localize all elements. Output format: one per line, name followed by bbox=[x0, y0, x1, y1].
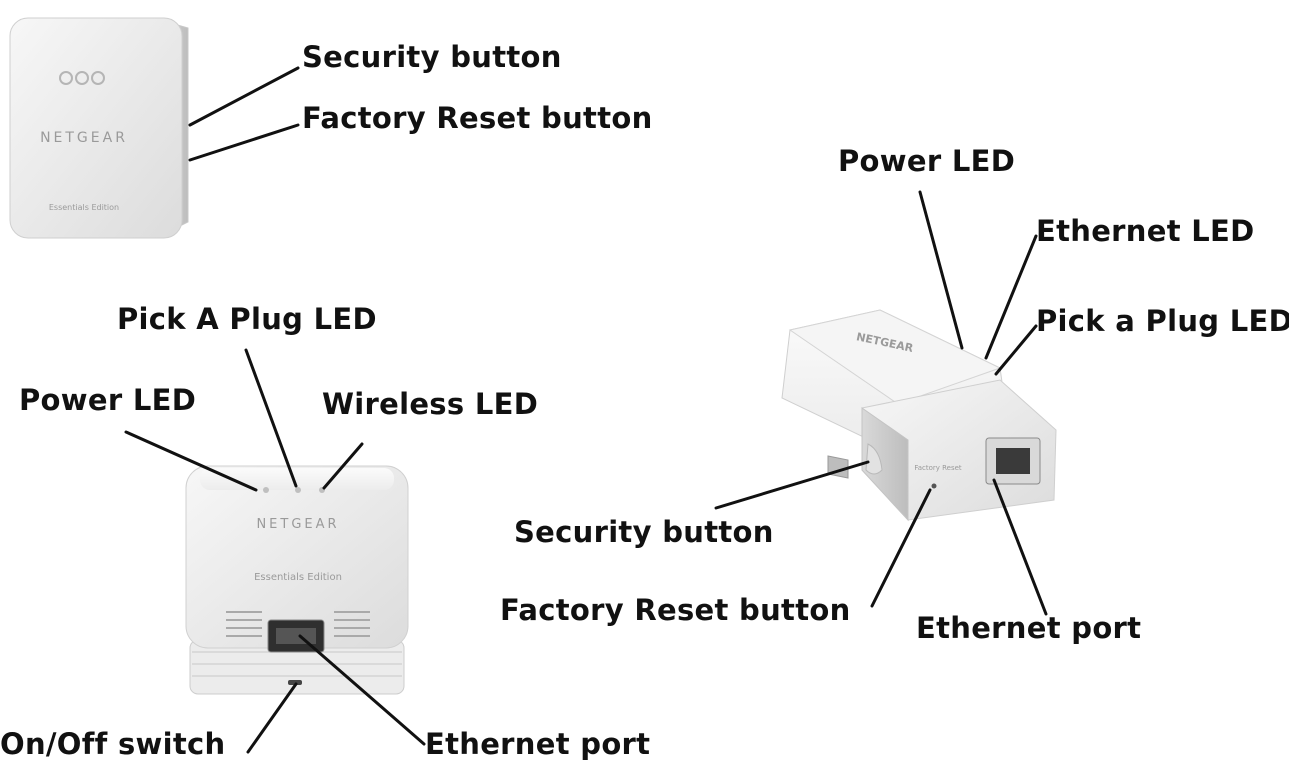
label-d1-factory-reset-button: Factory Reset button bbox=[302, 101, 653, 135]
device-1-led-icon bbox=[91, 71, 105, 85]
device-3-side-face bbox=[861, 407, 909, 522]
label-d2-ethernet-port: Ethernet port bbox=[425, 727, 651, 761]
device-2-led-icon bbox=[263, 487, 269, 493]
leader-d2-pick-a-plug bbox=[244, 348, 298, 488]
device-1-brand: NETGEAR bbox=[40, 130, 128, 146]
label-d3-power-led: Power LED bbox=[838, 144, 1016, 178]
device-3-reset-hole-icon bbox=[931, 483, 937, 489]
device-2-led-icon bbox=[295, 487, 301, 493]
leader-d2-ethernet bbox=[298, 634, 426, 746]
device-1-edition: Essentials Edition bbox=[49, 203, 119, 212]
label-d2-pick-a-plug-led: Pick A Plug LED bbox=[117, 302, 377, 336]
leader-d2-wireless bbox=[322, 442, 364, 490]
device-1-led-icon bbox=[75, 71, 89, 85]
device-2-brand: NETGEAR bbox=[256, 517, 339, 532]
label-d3-pick-a-plug-led: Pick a Plug LED bbox=[1036, 304, 1289, 338]
label-d2-on-off-switch: On/Off switch bbox=[0, 727, 226, 761]
leader-d3-ethernet-led bbox=[984, 234, 1038, 360]
leader-d2-power bbox=[124, 430, 258, 492]
label-d2-wireless-led: Wireless LED bbox=[322, 387, 539, 421]
label-d3-security-button: Security button bbox=[514, 515, 774, 549]
device-2-top bbox=[200, 468, 394, 490]
device-1-front bbox=[9, 17, 183, 239]
leader-d3-security bbox=[714, 460, 870, 510]
leader-d3-reset bbox=[870, 488, 932, 608]
device-3-reset-mark: Factory Reset bbox=[914, 464, 962, 472]
device-2-switch-icon bbox=[288, 680, 302, 685]
leader-d3-ethernet-port bbox=[992, 478, 1048, 616]
device-2-adapter: NETGEAR Essentials Edition bbox=[185, 465, 409, 695]
leader-d1-security bbox=[188, 66, 300, 127]
device-3-adapter: NETGEAR Factory Reset bbox=[781, 309, 1057, 522]
leader-d3-power bbox=[918, 190, 964, 350]
callout-lines bbox=[124, 66, 1048, 754]
device-1-led-icon bbox=[59, 71, 73, 85]
label-d1-security-button: Security button bbox=[302, 40, 562, 74]
device-3-security-button-icon bbox=[865, 443, 883, 475]
label-d2-power-led: Power LED bbox=[19, 383, 197, 417]
device-2-vent-right-icon bbox=[334, 611, 370, 637]
leader-d3-pick-a-plug bbox=[994, 324, 1038, 376]
leader-d1-reset bbox=[188, 123, 300, 162]
label-d3-ethernet-led: Ethernet LED bbox=[1036, 214, 1255, 248]
label-d3-factory-reset-button: Factory Reset button bbox=[500, 593, 851, 627]
device-2-edition: Essentials Edition bbox=[254, 572, 342, 583]
device-2-vent-left-icon bbox=[226, 611, 262, 637]
label-d3-ethernet-port: Ethernet port bbox=[916, 611, 1142, 645]
leader-d2-onoff bbox=[246, 682, 298, 754]
device-1-adapter: NETGEAR Essentials Edition bbox=[9, 17, 189, 239]
